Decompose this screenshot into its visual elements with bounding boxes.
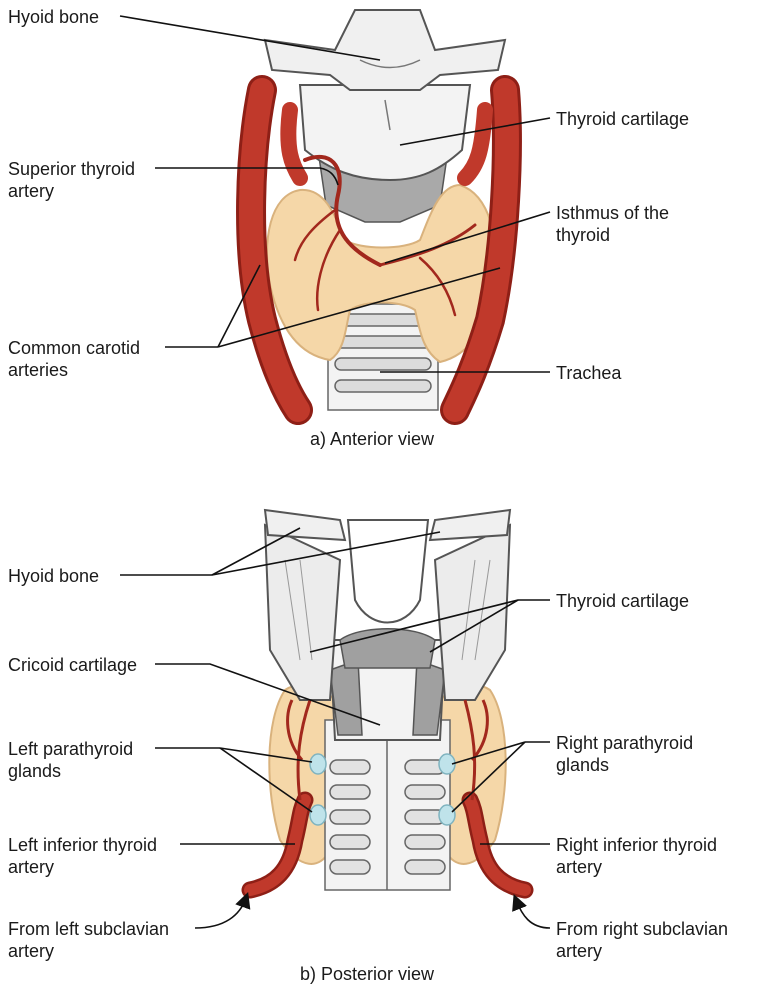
posterior-label-from-left-subclavian: From left subclavian artery [8,919,170,961]
posterior-label-left-inferior-thyroid: Left inferior thyroid artery [8,835,158,877]
anterior-label-common-carotid: Common carotid arteries [8,338,141,380]
anterior-caption: a) Anterior view [310,429,435,449]
posterior-label-from-right-subclavian: From right subclavian artery [556,919,729,961]
posterior-right-inferior-thyroid-artery [461,699,534,899]
posterior-hyoid-bone [263,508,512,542]
anterior-view-illustration [236,9,522,425]
posterior-label-right-inferior-thyroid: Right inferior thyroid artery [556,835,718,877]
posterior-view-illustration [241,508,534,899]
posterior-label-left-parathyroid: Left parathyroid glands [8,739,134,781]
anterior-label-trachea: Trachea [556,363,622,383]
posterior-trachea [324,719,451,891]
posterior-label-right-parathyroid: Right parathyroid glands [556,733,694,775]
posterior-left-inferior-thyroid-artery [241,699,314,899]
leader-lines [119,15,551,929]
anterior-thyroid-cartilage [298,84,472,182]
posterior-label-cricoid-cartilage: Cricoid cartilage [8,655,138,675]
posterior-caption: b) Posterior view [300,964,435,984]
anterior-hyoid-bone [263,9,507,91]
posterior-label-hyoid-bone: Hyoid bone [8,566,100,586]
anterior-label-superior-thyroid-artery: Superior thyroid artery [8,159,136,201]
anterior-label-thyroid-cartilage: Thyroid cartilage [556,109,690,129]
anterior-label-hyoid-bone: Hyoid bone [8,7,100,27]
posterior-epiglottis [346,519,430,624]
posterior-parathyroid-glands [309,753,456,826]
posterior-thyroid-cartilage [263,523,342,701]
anterior-label-isthmus: Isthmus of the thyroid [556,203,670,245]
posterior-label-thyroid-cartilage: Thyroid cartilage [556,591,690,611]
